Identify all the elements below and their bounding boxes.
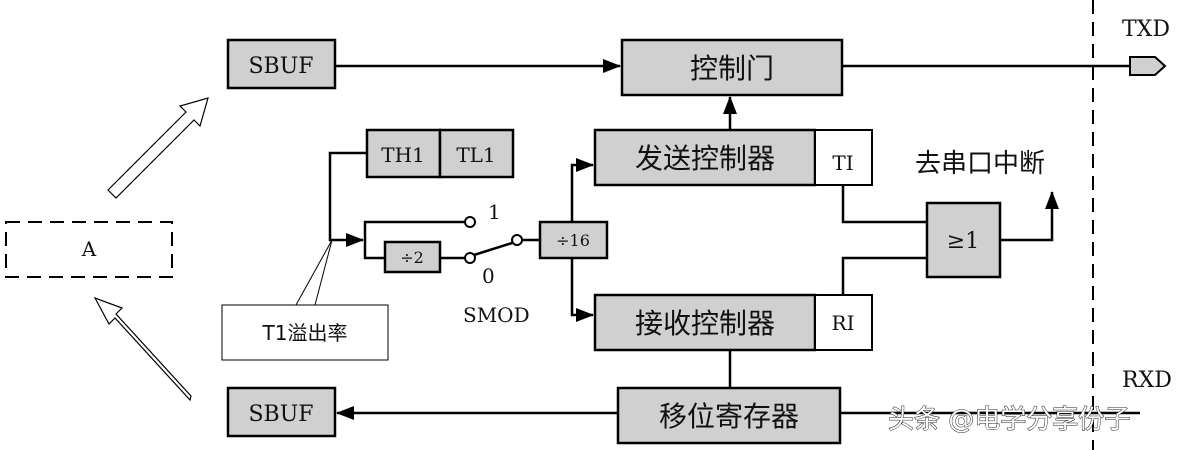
svg-text:÷16: ÷16 — [556, 231, 590, 250]
divide-by-16: ÷16 — [538, 220, 609, 260]
shift-register: 移位寄存器 — [616, 386, 842, 445]
svg-text:T1溢出率: T1溢出率 — [262, 321, 348, 345]
watermark: 头条 @电学分享份子 — [888, 405, 1130, 435]
svg-text:RI: RI — [832, 311, 855, 335]
a-box: A — [5, 221, 173, 278]
txd-label: TXD — [1122, 17, 1170, 42]
sbuf-transmit: SBUF — [226, 38, 337, 90]
tx-controller: 发送控制器 TI — [593, 128, 873, 187]
svg-text:控制门: 控制门 — [690, 52, 774, 85]
svg-text:移位寄存器: 移位寄存器 — [659, 400, 799, 433]
interrupt-label: 去串口中断 — [915, 149, 1045, 179]
control-gate: 控制门 — [620, 38, 844, 97]
t1-overflow-callout: T1溢出率 — [221, 304, 389, 361]
switch-contact-0 — [464, 252, 476, 264]
divide-by-2: ÷2 — [383, 240, 442, 274]
svg-text:SBUF: SBUF — [248, 54, 313, 79]
wires — [295, 59, 1140, 420]
switch-label-1: 1 — [488, 200, 501, 224]
svg-text:A: A — [81, 237, 97, 261]
or-gate: ≥1 — [925, 201, 1002, 279]
hollow-arrow-up-right-icon — [107, 97, 209, 199]
rx-controller: 接收控制器 RI — [593, 293, 873, 352]
svg-text:≥1: ≥1 — [947, 229, 979, 254]
hollow-arrow-up-left-icon — [93, 296, 192, 402]
timer1-registers: TH1 TL1 — [365, 128, 515, 179]
switch-contact-1 — [464, 216, 476, 228]
rxd-label: RXD — [1122, 368, 1172, 393]
switch-pivot — [511, 234, 523, 246]
switch-label-0: 0 — [482, 264, 495, 288]
svg-text:发送控制器: 发送控制器 — [635, 142, 775, 175]
smod-label: SMOD — [463, 303, 530, 327]
svg-text:TH1: TH1 — [381, 143, 425, 167]
svg-text:TL1: TL1 — [456, 143, 495, 167]
svg-text:接收控制器: 接收控制器 — [635, 307, 775, 340]
svg-text:TI: TI — [832, 151, 853, 175]
svg-text:SBUF: SBUF — [248, 402, 313, 427]
txd-pin — [1129, 56, 1167, 76]
sbuf-receive: SBUF — [226, 386, 337, 438]
svg-text:÷2: ÷2 — [400, 248, 424, 267]
